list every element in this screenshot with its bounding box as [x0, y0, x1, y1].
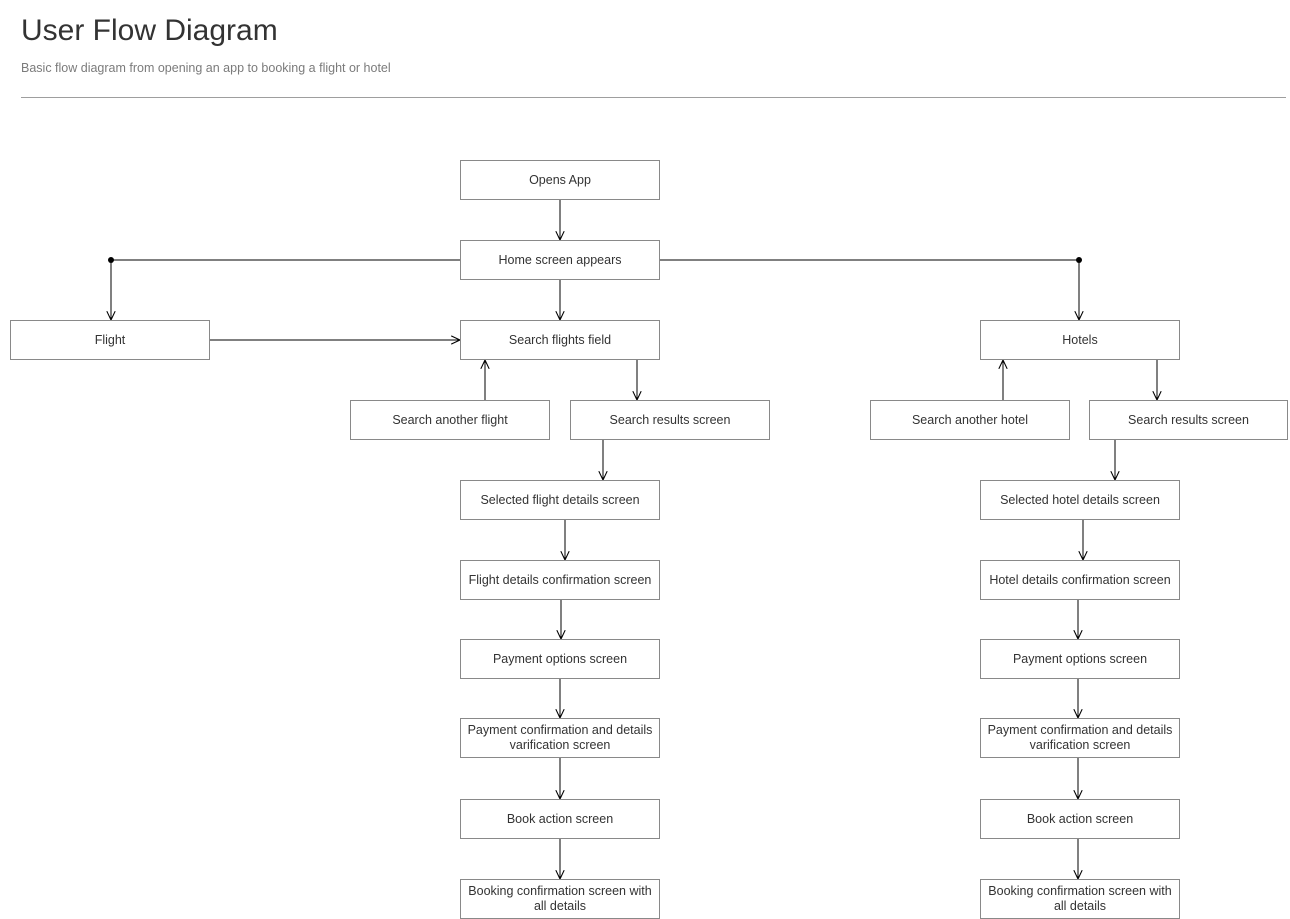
node-hotel-payment-confirmation[interactable]: Payment confirmation and details varific… — [980, 718, 1180, 758]
node-search-another-hotel[interactable]: Search another hotel — [870, 400, 1070, 440]
node-search-flights-field[interactable]: Search flights field — [460, 320, 660, 360]
node-hotel-details-confirmation[interactable]: Hotel details confirmation screen — [980, 560, 1180, 600]
node-selected-flight-details[interactable]: Selected flight details screen — [460, 480, 660, 520]
header-divider — [21, 97, 1286, 98]
node-search-another-flight[interactable]: Search another flight — [350, 400, 550, 440]
node-hotel-booking-confirmation[interactable]: Booking confirmation screen with all det… — [980, 879, 1180, 919]
node-hotel-payment-options[interactable]: Payment options screen — [980, 639, 1180, 679]
node-home-screen[interactable]: Home screen appears — [460, 240, 660, 280]
node-flight-payment-confirmation[interactable]: Payment confirmation and details varific… — [460, 718, 660, 758]
node-flight-details-confirmation[interactable]: Flight details confirmation screen — [460, 560, 660, 600]
node-flight-search-results[interactable]: Search results screen — [570, 400, 770, 440]
node-flight[interactable]: Flight — [10, 320, 210, 360]
page-title: User Flow Diagram — [21, 14, 278, 47]
node-hotels[interactable]: Hotels — [980, 320, 1180, 360]
node-flight-book-action[interactable]: Book action screen — [460, 799, 660, 839]
node-hotel-search-results[interactable]: Search results screen — [1089, 400, 1288, 440]
node-flight-booking-confirmation[interactable]: Booking confirmation screen with all det… — [460, 879, 660, 919]
node-opens-app[interactable]: Opens App — [460, 160, 660, 200]
node-hotel-book-action[interactable]: Book action screen — [980, 799, 1180, 839]
node-flight-payment-options[interactable]: Payment options screen — [460, 639, 660, 679]
page-subtitle: Basic flow diagram from opening an app t… — [21, 61, 391, 75]
node-selected-hotel-details[interactable]: Selected hotel details screen — [980, 480, 1180, 520]
